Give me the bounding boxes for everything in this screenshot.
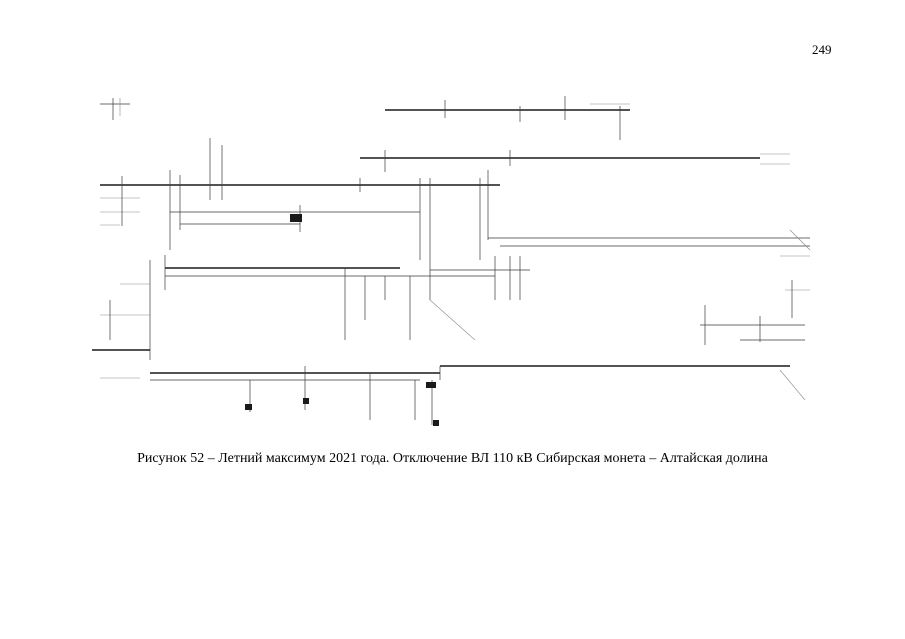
figure-caption: Рисунок 52 – Летний максимум 2021 года. …	[137, 451, 768, 466]
page-number: 249	[812, 42, 832, 57]
